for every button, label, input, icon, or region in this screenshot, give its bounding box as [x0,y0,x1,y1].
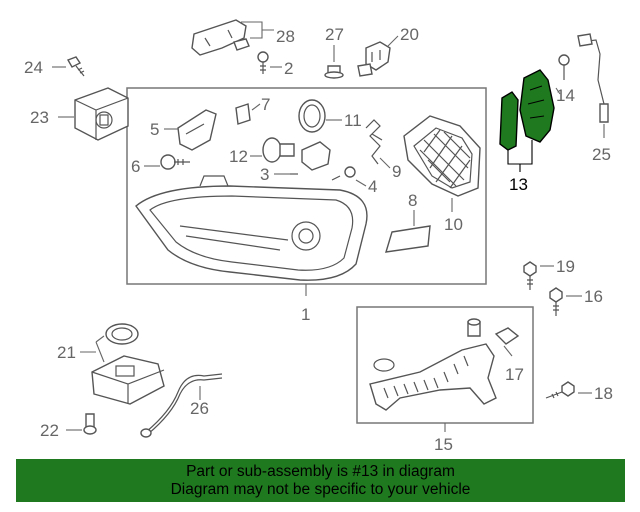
part-17-clip[interactable] [494,327,520,345]
callout-2: 2 [284,59,293,78]
part-26-wire[interactable] [140,373,223,438]
callout-26: 26 [190,399,209,418]
callout-14: 14 [556,86,575,105]
callout-8: 8 [408,191,417,210]
leader-21 [80,335,105,363]
banner-line-1: Part or sub-assembly is #13 in diagram [186,462,455,480]
callout-16: 16 [584,287,603,306]
part-21-ring-ballast[interactable] [91,323,165,405]
part-9-wire-clip[interactable] [365,119,383,165]
part-19-bolt[interactable] [523,261,537,290]
leader-13 [507,140,533,172]
parts-diagram: 28 2 27 20 24 23 5 [24,19,613,454]
part-28-cover[interactable] [191,19,250,56]
part-10-cover[interactable] [403,115,481,197]
callout-20: 20 [400,25,419,44]
callout-27: 27 [325,25,344,44]
callout-10: 10 [444,215,463,234]
leader-28 [241,21,274,39]
part-25-harness[interactable] [577,33,609,123]
leader-14 [555,87,561,95]
part-23-control-module[interactable] [74,87,129,141]
part-18-bolt[interactable] [545,381,575,399]
callout-3: 3 [260,165,269,184]
part-16-bolt[interactable] [549,287,563,316]
part-15-bracket[interactable] [369,318,497,411]
part-13-seal [499,91,519,151]
part-22-screw[interactable] [83,413,97,435]
callout-6: 6 [131,157,140,176]
leader-4 [355,179,367,187]
callout-22: 22 [40,421,59,440]
callout-18: 18 [594,384,613,403]
callout-5: 5 [150,120,159,139]
callout-4: 4 [368,177,377,196]
callout-24: 24 [24,58,43,77]
callout-28: 28 [276,27,295,46]
part-4-screw[interactable] [331,166,356,181]
part-3-bulb-holder[interactable] [290,141,331,175]
part-8-label[interactable] [385,225,431,253]
banner-line-2: Diagram may not be specific to your vehi… [170,480,471,498]
leader-20 [387,35,399,47]
part-12-bulb[interactable] [262,137,295,163]
callout-21: 21 [57,343,76,362]
leader-7 [251,103,261,111]
callout-25: 25 [592,145,611,164]
part-11-seal-ring[interactable] [298,99,326,133]
part-13-highlighted[interactable] [499,69,555,151]
part-24-bolt[interactable] [66,56,85,77]
info-banner: Part or sub-assembly is #13 in diagram D… [16,459,625,502]
part-13-module [519,69,555,143]
callout-7: 7 [261,95,270,114]
callout-23: 23 [30,108,49,127]
callout-9: 9 [392,162,401,181]
part-27-clip[interactable] [324,65,344,79]
part-20-socket[interactable] [357,41,391,77]
part-7-clip[interactable] [235,103,251,125]
part-14-screw[interactable] [558,54,570,80]
part-2-screw[interactable] [257,51,269,74]
part-6-screw[interactable] [160,154,190,170]
callout-1: 1 [301,305,310,324]
callout-13: 13 [509,175,528,194]
part-5-bracket[interactable] [177,109,217,151]
callout-12: 12 [229,147,248,166]
part-1-headlamp[interactable] [135,175,368,281]
leader-9 [379,157,391,169]
callout-11: 11 [344,111,362,130]
callout-17: 17 [505,365,524,384]
leader-17 [503,345,513,357]
callout-19: 19 [556,257,575,276]
callout-15: 15 [434,435,453,454]
